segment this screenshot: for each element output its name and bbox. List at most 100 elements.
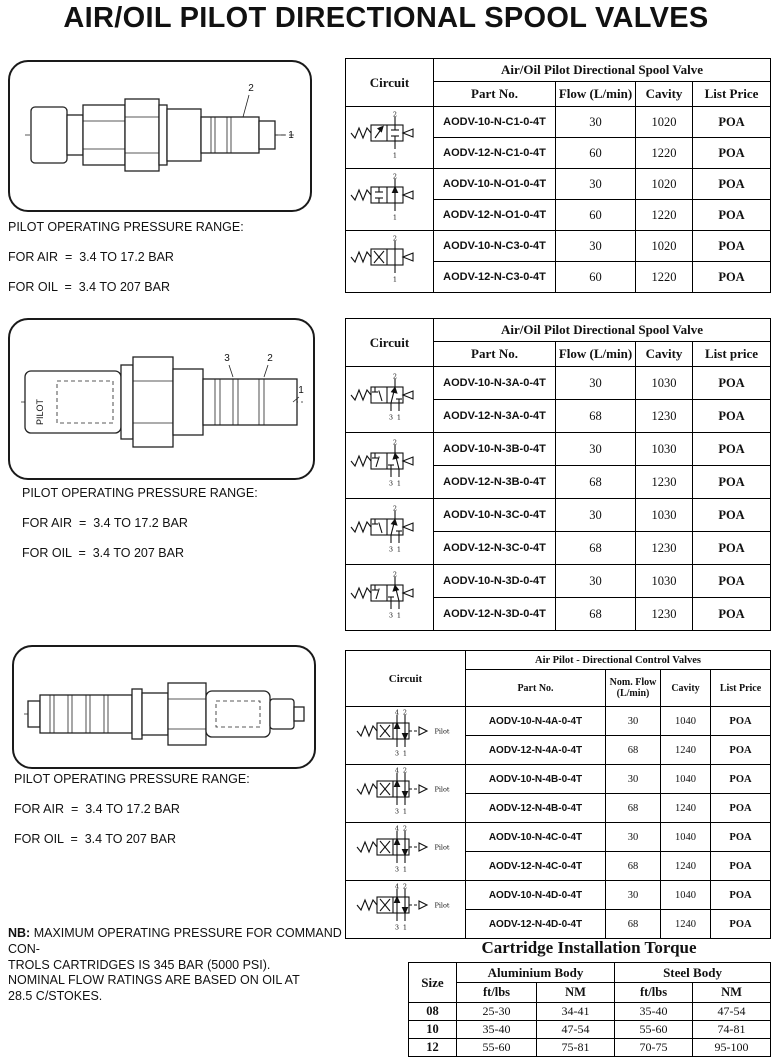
svg-text:3: 3 <box>388 546 392 554</box>
svg-text:3: 3 <box>394 866 398 874</box>
table-title: Air/Oil Pilot Directional Spool Valve <box>432 58 772 82</box>
list-price-cell: POA <box>709 880 772 910</box>
svg-text:4: 4 <box>394 825 398 833</box>
nb-text-line1: MAXIMUM OPERATING PRESSURE FOR COMMAND C… <box>8 926 342 956</box>
flow-cell: 30 <box>605 706 661 736</box>
cavity-cell: 1040 <box>660 822 711 852</box>
pressure-range-block-2: PILOT OPERATING PRESSURE RANGE: FOR AIR … <box>22 486 258 576</box>
spool-valve-table-2: Circuit Air/Oil Pilot Directional Spool … <box>345 318 772 631</box>
cavity-cell: 1020 <box>635 230 693 262</box>
flow-cell: 68 <box>605 909 661 939</box>
valve-drawing-1: 2 1 <box>25 83 295 172</box>
part-number-cell: AODV-10-N-C1-0-4T <box>433 106 556 138</box>
column-header-part-no: Part No. <box>433 341 556 367</box>
pressure-heading: PILOT OPERATING PRESSURE RANGE: <box>8 220 244 234</box>
column-header-flow: Flow (L/min) <box>555 81 636 107</box>
flow-cell: 30 <box>605 880 661 910</box>
spool-valve-table-1: Circuit Air/Oil Pilot Directional Spool … <box>345 58 772 293</box>
size-cell: 10 <box>408 1020 457 1039</box>
list-price-cell: POA <box>691 230 772 262</box>
table-title: Air Pilot - Directional Control Valves <box>464 650 772 670</box>
part-number-cell: AODV-12-N-3B-0-4T <box>433 465 556 499</box>
part-number-cell: AODV-10-N-4A-0-4T <box>465 706 606 736</box>
cavity-cell: 1230 <box>635 531 693 565</box>
svg-text:1: 1 <box>392 152 396 160</box>
cavity-cell: 1040 <box>660 764 711 794</box>
pilot-label: PILOT <box>35 398 45 425</box>
pressure-air-line: FOR AIR = 3.4 TO 17.2 BAR <box>14 802 180 816</box>
svg-text:Pilot: Pilot <box>434 728 449 736</box>
flow-note-line1: NOMINAL FLOW RATINGS ARE BASED ON OIL AT <box>8 973 300 987</box>
flow-cell: 68 <box>555 399 636 433</box>
torque-value-cell: 35-40 <box>456 1020 537 1039</box>
part-number-cell: AODV-10-N-4C-0-4T <box>465 822 606 852</box>
valve-schematic-icon: 21 <box>350 111 414 160</box>
svg-text:Pilot: Pilot <box>434 902 449 910</box>
flow-cell: 60 <box>555 199 636 231</box>
column-header-cavity: Cavity <box>635 341 693 367</box>
cavity-cell: 1030 <box>635 498 693 532</box>
list-price-cell: POA <box>691 106 772 138</box>
torque-value-cell: 25-30 <box>456 1002 537 1021</box>
svg-text:Pilot: Pilot <box>434 786 449 794</box>
cavity-cell: 1240 <box>660 793 711 823</box>
list-price-cell: POA <box>691 531 772 565</box>
svg-text:4: 4 <box>394 709 398 717</box>
valve-schematic-icon: 21 <box>350 173 414 222</box>
flow-cell: 68 <box>555 531 636 565</box>
flow-cell: 68 <box>605 851 661 881</box>
torque-value-cell: 55-60 <box>614 1020 694 1039</box>
column-header-flow: Flow (L/min) <box>555 341 636 367</box>
svg-text:1: 1 <box>392 214 396 222</box>
svg-text:2: 2 <box>402 709 406 717</box>
torque-value-cell: 95-100 <box>692 1038 772 1057</box>
column-header-list-price: List Price <box>691 81 772 107</box>
part-number-cell: AODV-10-N-3C-0-4T <box>433 498 556 532</box>
svg-text:3: 3 <box>394 808 398 816</box>
list-price-cell: POA <box>709 851 772 881</box>
list-price-cell: POA <box>691 432 772 466</box>
list-price-cell: POA <box>709 764 772 794</box>
list-price-cell: POA <box>691 597 772 631</box>
svg-text:2: 2 <box>392 571 396 579</box>
list-price-cell: POA <box>709 706 772 736</box>
svg-text:2: 2 <box>392 173 396 181</box>
pressure-heading: PILOT OPERATING PRESSURE RANGE: <box>14 772 250 786</box>
flow-cell: 30 <box>555 432 636 466</box>
flow-note: NOMINAL FLOW RATINGS ARE BASED ON OIL AT… <box>8 972 343 1004</box>
port-label: 1 <box>298 385 304 396</box>
unit-header-ftlbs: ft/lbs <box>456 982 537 1003</box>
cavity-cell: 1030 <box>635 432 693 466</box>
svg-text:1: 1 <box>402 866 406 874</box>
torque-table: Size Aluminium Body Steel Body ft/lbs NM… <box>408 962 772 1057</box>
torque-value-cell: 74-81 <box>692 1020 772 1039</box>
svg-text:2: 2 <box>392 373 396 381</box>
flow-cell: 68 <box>555 465 636 499</box>
svg-text:4: 4 <box>394 883 398 891</box>
nb-note: NB: MAXIMUM OPERATING PRESSURE FOR COMMA… <box>8 925 343 973</box>
column-header-cavity: Cavity <box>635 81 693 107</box>
cavity-cell: 1020 <box>635 106 693 138</box>
part-number-cell: AODV-12-N-3A-0-4T <box>433 399 556 433</box>
part-number-cell: AODV-10-N-3B-0-4T <box>433 432 556 466</box>
list-price-cell: POA <box>691 465 772 499</box>
part-number-cell: AODV-12-N-4A-0-4T <box>465 735 606 765</box>
svg-text:2: 2 <box>402 825 406 833</box>
nb-text-line2: TROLS CARTRIDGES IS 345 BAR (5000 PSI). <box>8 958 271 972</box>
cavity-cell: 1240 <box>660 735 711 765</box>
pressure-range-block-1: PILOT OPERATING PRESSURE RANGE: FOR AIR … <box>8 220 244 310</box>
page-title: AIR/OIL PILOT DIRECTIONAL SPOOL VALVES <box>63 2 709 34</box>
cavity-cell: 1230 <box>635 399 693 433</box>
